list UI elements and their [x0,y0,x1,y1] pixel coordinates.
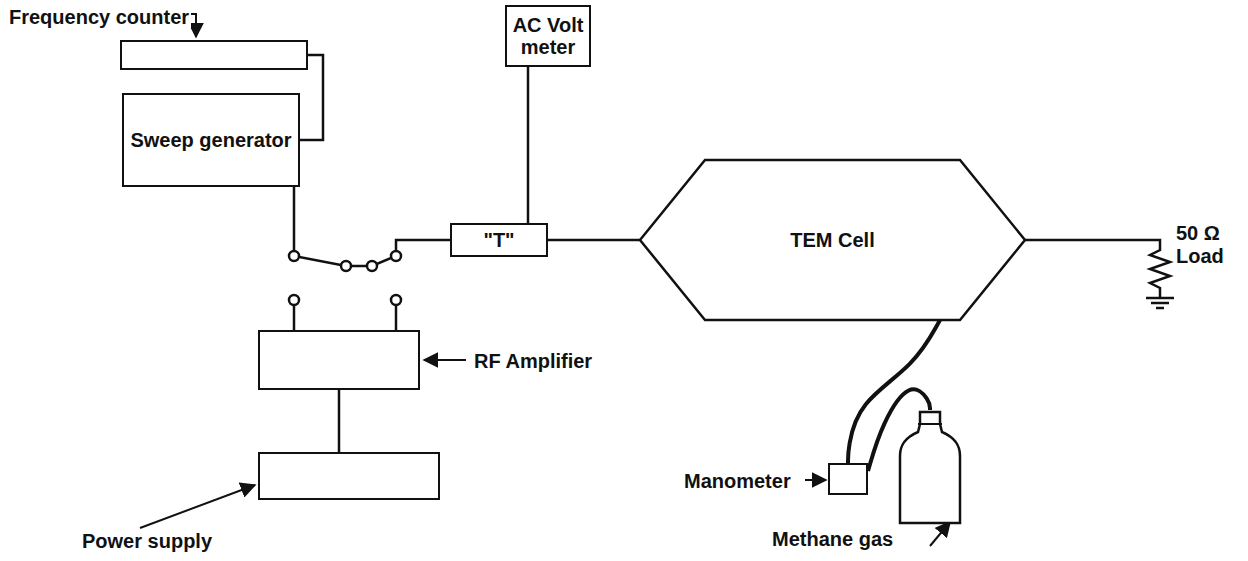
load-resistor [1025,240,1174,308]
bottle-outline [898,410,962,525]
box-label: TEM Cell [790,229,874,251]
pointer-label: Power supply [80,530,214,552]
box-label: AC Volt meter [507,14,589,58]
generator-box: Sweep generator [122,93,300,187]
bottle-outline [900,412,960,523]
switch-contact [341,261,351,271]
manometer-box: Manometer [828,463,868,495]
pointer-label: Methane gas [770,528,895,550]
gas-bottle: Methane gas [898,410,962,525]
amplifier-box: RF Amplifier [258,330,420,390]
amplifier-terminals [289,295,401,330]
pointer-label: Frequency counter [7,6,191,28]
hexagon-outline [640,160,1025,320]
tem-cell: TEM Cell [640,160,1025,320]
box-label: Sweep generator [130,129,291,151]
voltmeter-box: AC Volt meter [505,5,591,67]
switch-contact [289,251,299,261]
load-label: 50 Ω Load [1176,222,1242,268]
counter-box: Frequency counter [120,40,308,70]
wire [294,187,450,266]
pointer-label: Manometer [682,470,793,492]
switch-contact [367,261,377,271]
power-supply-box: Power supply [258,452,440,500]
wire [527,67,530,223]
switch-contact [391,251,401,261]
tee-box: "T" [450,223,548,257]
box-label: "T" [483,229,514,251]
wire [548,239,640,242]
pointer-label: RF Amplifier [472,350,594,372]
wire [338,390,341,452]
bottle-collar [918,423,942,425]
